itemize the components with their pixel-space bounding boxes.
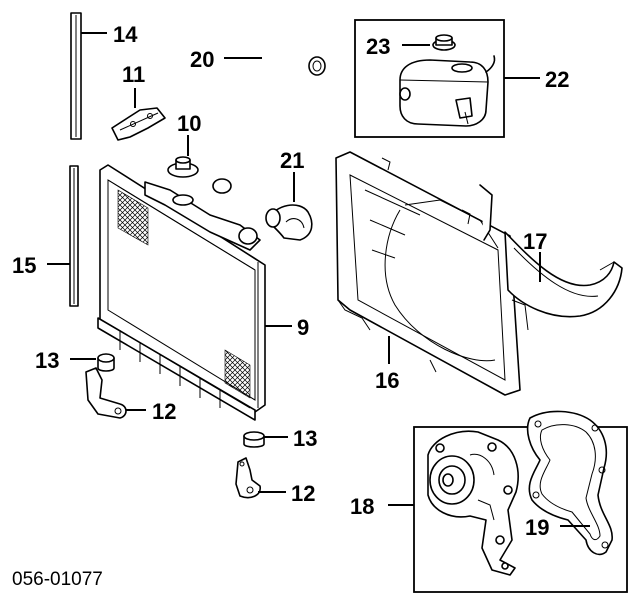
callout-21: 21 [280, 148, 304, 202]
svg-text:14: 14 [113, 22, 138, 47]
svg-text:11: 11 [122, 62, 145, 87]
svg-text:20: 20 [190, 47, 214, 72]
part-16-fan-shroud [335, 151, 529, 396]
part-13-cushion-lower [243, 431, 265, 448]
part-23-reservoir-cap [432, 34, 456, 51]
svg-text:21: 21 [280, 148, 304, 173]
svg-text:10: 10 [177, 111, 201, 136]
callout-14: 14 [81, 22, 138, 47]
svg-text:12: 12 [152, 399, 176, 424]
svg-text:16: 16 [375, 368, 399, 393]
part-12-bracket-upper [85, 367, 127, 419]
callout-9: 9 [265, 315, 309, 340]
svg-text:23: 23 [366, 34, 390, 59]
callout-17: 17 [523, 229, 547, 282]
svg-text:9: 9 [297, 315, 309, 340]
svg-text:13: 13 [35, 348, 59, 373]
part-18-water-pump [427, 430, 519, 576]
svg-text:12: 12 [291, 481, 315, 506]
svg-text:17: 17 [523, 229, 547, 254]
water-pump-group-box [413, 426, 628, 593]
part-12-bracket-lower [235, 457, 261, 499]
part-14-seal-strip [70, 12, 82, 140]
callout-22: 22 [504, 67, 569, 92]
callout-13-lower: 13 [264, 426, 317, 451]
svg-text:13: 13 [293, 426, 317, 451]
part-9-radiator [97, 164, 266, 421]
callout-18: 18 [350, 494, 414, 519]
part-13-cushion-upper [97, 353, 115, 372]
callout-13-upper: 13 [35, 348, 96, 373]
part-20-upper-hose [212, 56, 326, 195]
svg-text:15: 15 [12, 253, 36, 278]
svg-text:22: 22 [545, 67, 569, 92]
callout-11: 11 [122, 62, 145, 108]
part-21-hose-elbow [265, 204, 313, 241]
callout-23: 23 [366, 34, 430, 59]
callout-12-upper: 12 [126, 399, 176, 424]
callout-15: 15 [12, 253, 70, 278]
part-10-radiator-cap [167, 156, 199, 178]
part-11-bracket [111, 107, 166, 141]
part-15-seal-strip [69, 165, 79, 307]
part-19-pump-gasket [526, 410, 613, 556]
part-17-shroud-cover [504, 231, 623, 318]
callout-10: 10 [177, 111, 201, 156]
diagram-code: 056-01077 [12, 569, 103, 590]
part-22-coolant-reservoir [399, 55, 496, 127]
callout-20: 20 [190, 47, 262, 72]
svg-text:18: 18 [350, 494, 374, 519]
svg-text:19: 19 [525, 515, 549, 540]
callout-16: 16 [375, 336, 399, 393]
callout-12-lower: 12 [258, 481, 315, 506]
callout-19: 19 [525, 515, 590, 540]
